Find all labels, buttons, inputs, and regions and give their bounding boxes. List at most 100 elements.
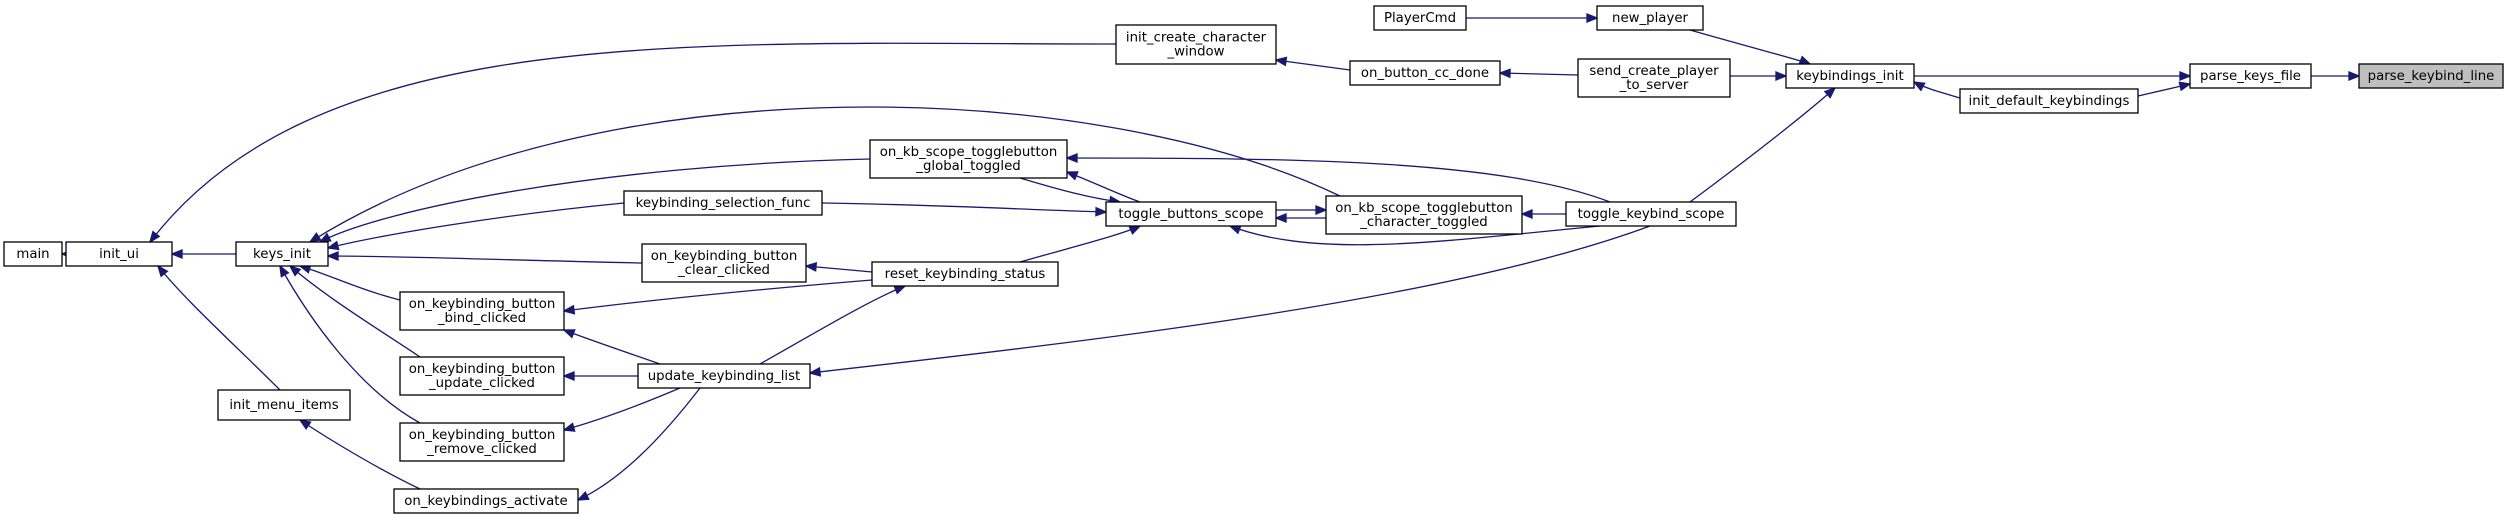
- node-toggle-keybind-scope[interactable]: toggle_keybind_scope: [1565, 201, 1737, 227]
- edge-toggle_keybind_scope-to-update_keybinding_list: [808, 225, 1651, 377]
- node-on-keybinding-button-update-clicked[interactable]: on_keybinding_button_update_clicked: [399, 356, 565, 396]
- node-on-keybindings-activate[interactable]: on_keybindings_activate: [393, 488, 579, 514]
- node-reset-keybinding-status[interactable]: reset_keybinding_status: [871, 261, 1059, 287]
- edge-line: [1019, 177, 1121, 203]
- node-label: keys_init: [253, 247, 311, 262]
- arrowhead: [1128, 225, 1142, 235]
- edge-reset_keybinding_status-to-on_keybinding_button_bind_clicked: [562, 279, 873, 315]
- node-PlayerCmd[interactable]: PlayerCmd: [1373, 5, 1467, 31]
- edge-update_keybinding_list-to-on_keybinding_button_update_clicked: [562, 371, 638, 381]
- node-box: [399, 356, 565, 396]
- node-init-ui[interactable]: init_ui: [65, 241, 173, 267]
- node-init-menu-items[interactable]: init_menu_items: [217, 389, 351, 421]
- node-on-keybinding-button-bind-clicked[interactable]: on_keybinding_button_bind_clicked: [399, 291, 565, 331]
- edge-update_keybinding_list-to-on_keybinding_button_remove_clicked: [562, 387, 681, 432]
- edge-on_keybinding_button_update_clicked-to-keys_init: [288, 264, 421, 358]
- node-box: [1373, 5, 1467, 31]
- edge-parse_keys_file-to-parse_keybind_line: [2311, 71, 2361, 81]
- edge-send_create_player_to_server-to-keybindings_init: [1730, 71, 1788, 81]
- edge-line: [1275, 59, 1351, 71]
- arrowhead: [576, 490, 590, 501]
- edge-toggle_keybind_scope-to-keybindings_init: [1689, 86, 1837, 203]
- node-parse-keybind-line[interactable]: parse_keybind_line: [2358, 63, 2504, 89]
- node-box: [1105, 201, 1277, 227]
- arrowhead: [2179, 71, 2192, 81]
- node-label: reset_keybinding_status: [885, 267, 1046, 282]
- edge-line: [1499, 72, 1579, 76]
- edge-reset_keybinding_status-to-on_keybinding_button_clear_clicked: [804, 261, 873, 273]
- arrowhead: [1775, 71, 1788, 81]
- edge-on_keybinding_button_clear_clicked-to-keys_init: [326, 251, 643, 264]
- node-toggle-buttons-scope[interactable]: toggle_buttons_scope: [1105, 201, 1277, 227]
- node-box: [1325, 195, 1523, 235]
- edge-line: [563, 387, 681, 431]
- node-label: _bind_clicked: [437, 311, 526, 326]
- node-keybindings-init[interactable]: keybindings_init: [1785, 63, 1915, 89]
- node-box: [871, 261, 1059, 287]
- node-send-create-player-to-server[interactable]: send_create_player_to_server: [1577, 58, 1731, 98]
- edge-init_default_keybindings-to-parse_keys_file: [2137, 81, 2192, 97]
- node-keybinding-selection-func[interactable]: keybinding_selection_func: [623, 190, 823, 216]
- edge-line: [1066, 171, 1141, 203]
- edge-on_button_cc_done-to-init_create_character_window: [1274, 56, 1351, 71]
- edge-line: [563, 279, 873, 312]
- node-on-button-cc-done[interactable]: on_button_cc_done: [1349, 60, 1501, 86]
- edge-on_kb_scope_togglebutton_character_toggled-to-toggle_buttons_scope: [1274, 213, 1326, 223]
- arrowhead: [1823, 86, 1837, 99]
- edge-line: [577, 387, 701, 501]
- node-box: [1565, 201, 1737, 227]
- edge-keybinding_selection_func-to-keys_init: [326, 202, 625, 251]
- node-on-kb-scope-togglebutton-global-toggled[interactable]: on_kb_scope_togglebutton_global_toggled: [869, 139, 1068, 179]
- node-on-keybinding-button-clear-clicked[interactable]: on_keybinding_button_clear_clicked: [641, 243, 807, 283]
- arrowhead: [156, 264, 169, 278]
- edge-update_keybinding_list-to-on_keybindings_activate: [576, 387, 701, 501]
- node-on-keybinding-button-remove-clicked[interactable]: on_keybinding_button_remove_clicked: [399, 422, 565, 462]
- edge-toggle_buttons_scope-to-on_kb_scope_togglebutton_character_toggled: [1276, 205, 1328, 215]
- node-box: [1785, 63, 1915, 89]
- node-main[interactable]: main: [3, 241, 63, 267]
- node-on-kb-scope-togglebutton-character-toggled[interactable]: on_kb_scope_togglebutton_character_toggl…: [1325, 195, 1523, 235]
- arrowhead: [562, 304, 576, 315]
- node-init-default-keybindings[interactable]: init_default_keybindings: [1959, 88, 2139, 114]
- arrowhead: [326, 251, 339, 261]
- arrowhead: [170, 249, 183, 259]
- edge-on_kb_scope_togglebutton_character_toggled-to-keys_init: [308, 106, 1341, 243]
- edge-reset_keybinding_status-to-toggle_buttons_scope: [1019, 225, 1142, 263]
- edge-on_keybinding_button_remove_clicked-to-keys_init: [279, 264, 421, 424]
- arrowhead: [2178, 81, 2192, 92]
- node-label: _update_clicked: [428, 376, 535, 391]
- edge-update_keybinding_list-to-on_keybinding_button_bind_clicked: [562, 329, 661, 365]
- node-label: parse_keys_file: [2200, 69, 2301, 84]
- node-new-player[interactable]: new_player: [1596, 5, 1704, 31]
- node-label: init_default_keybindings: [1969, 94, 2130, 109]
- edge-line: [821, 202, 1107, 213]
- node-label: on_keybinding_button: [409, 362, 556, 377]
- node-box: [1349, 60, 1501, 86]
- node-label: _remove_clicked: [426, 442, 537, 457]
- edge-line: [299, 265, 401, 301]
- arrowhead: [1065, 153, 1078, 163]
- edge-update_keybinding_list-to-reset_keybinding_status: [759, 285, 907, 365]
- arrowhead: [562, 329, 576, 339]
- edge-toggle_keybind_scope-to-on_kb_scope_togglebutton_character_toggled: [1520, 209, 1566, 219]
- edge-on_kb_scope_togglebutton_global_toggled-to-keys_init: [318, 158, 871, 243]
- edge-keys_init-to-init_ui: [170, 249, 236, 259]
- node-update-keybinding-list[interactable]: update_keybinding_list: [637, 363, 811, 389]
- edge-line: [319, 158, 871, 243]
- node-label: _to_server: [1619, 78, 1689, 93]
- node-box: [637, 363, 811, 389]
- arrowhead: [1095, 206, 1108, 217]
- edge-keybinding_selection_func-to-toggle_buttons_scope: [821, 202, 1108, 217]
- node-init-create-character-window[interactable]: init_create_character_window: [1115, 24, 1277, 65]
- node-box: [235, 241, 329, 267]
- arrowhead: [1586, 13, 1599, 23]
- node-box: [393, 488, 579, 514]
- node-label: init_create_character: [1126, 31, 1267, 46]
- arrowhead: [1274, 56, 1288, 67]
- node-label: PlayerCmd: [1384, 11, 1456, 26]
- node-parse-keys-file[interactable]: parse_keys_file: [2189, 63, 2312, 89]
- arrowhead: [326, 240, 340, 251]
- node-keys-init[interactable]: keys_init: [235, 241, 329, 267]
- node-box: [2189, 63, 2312, 89]
- node-label: new_player: [1612, 11, 1688, 26]
